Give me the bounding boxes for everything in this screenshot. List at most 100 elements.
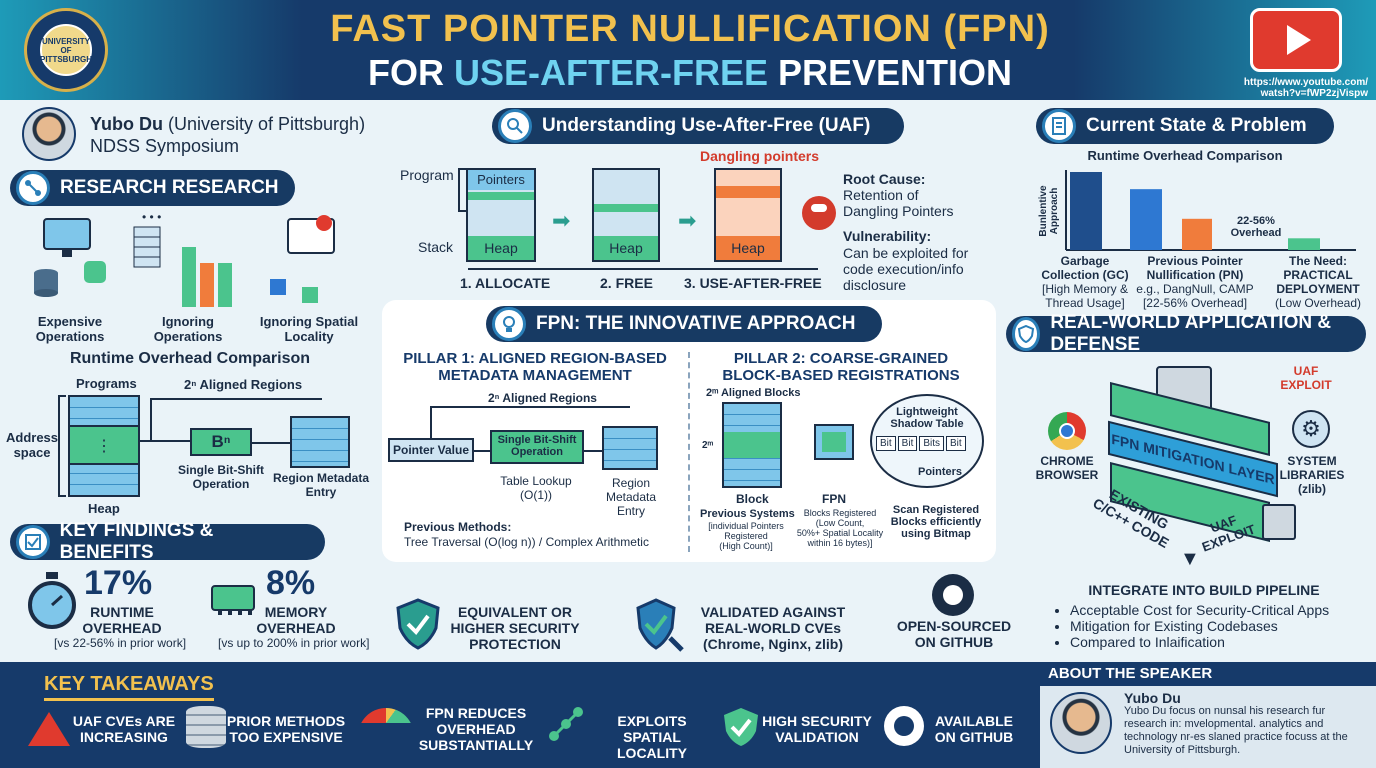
research-item-1: Expensive Operations [35, 314, 105, 344]
chart-bar [1070, 172, 1102, 250]
p2-block-mid [724, 432, 780, 458]
chrome-icon [1048, 412, 1086, 450]
magnifier-icon [498, 109, 532, 143]
lightbulb-icon [492, 307, 526, 341]
p1-shift: Single Bit-Shift Operation [490, 430, 584, 464]
p2-fpn: FPN [822, 492, 846, 506]
overhead-annotation: 22-56% Overhead [1230, 215, 1282, 239]
vuln-title: Vulnerability: [843, 228, 932, 244]
p1-pointer: Pointer Value [388, 438, 474, 462]
address-bracket [58, 395, 66, 497]
memory-pct: 8% [266, 564, 316, 602]
computer-icon [30, 215, 110, 300]
connector [474, 450, 490, 452]
region-table [290, 416, 350, 468]
memory-sub: [vs up to 200% in prior work] [218, 636, 370, 650]
memory-lbl: MEMORY OVERHEAD [256, 604, 336, 636]
shield-magnifier-icon [634, 598, 686, 652]
timeline-line [468, 268, 818, 270]
chart-bar [1130, 189, 1162, 250]
pillar1-title: PILLAR 1: ALIGNED REGION-BASED METADATA … [403, 350, 667, 384]
research-subheading: Runtime Overhead Comparison [69, 350, 311, 367]
uaf-heap: Heap [716, 236, 780, 260]
p1-prev-title: Previous Methods: [404, 520, 512, 534]
root-cause-title: Root Cause: [843, 171, 926, 187]
current-cat-pn: Previous Pointer Nullification (PN)e.g.,… [1136, 254, 1254, 310]
region-label: Region Metadata Entry [272, 471, 369, 499]
connector [584, 450, 602, 452]
p2-scan: Scan Registered Blocks efficiently using… [890, 504, 982, 540]
stopwatch-icon [26, 572, 78, 630]
github-icon[interactable] [932, 574, 974, 616]
p1-lookup: Table Lookup (O(1)) [500, 474, 572, 502]
alloc-bar [468, 192, 534, 200]
p2-pointers: Pointers [918, 466, 963, 478]
equiv-text: EQUIVALENT OR HIGHER SECURITY PROTECTION [450, 604, 580, 652]
research-heading: RESEARCH RESEARCH [10, 170, 295, 206]
title-line1: FAST POINTER NULLIFICATION (FPN) [330, 8, 1050, 50]
network-nodes-icon [546, 704, 586, 744]
integrate-text: INTEGRATE INTO BUILD PIPELINE [1088, 582, 1320, 598]
fpn-heading: FPN: THE INNOVATIVE APPROACH [486, 306, 882, 342]
takeaway-1: UAF CVEs ARE INCREASING [72, 713, 176, 745]
takeaway-3: FPN REDUCES OVERHEAD SUBSTANTIALLY [418, 705, 534, 753]
y-axis-label: Bunlentive Approach [1038, 185, 1060, 237]
heap-label: Heap [88, 501, 120, 516]
shield-check-small-icon [722, 706, 760, 748]
coin-stack-icon [186, 706, 226, 748]
uaf-bar [716, 186, 780, 198]
speaker-photo [22, 107, 76, 161]
header-banner [0, 0, 1376, 100]
memory-chip-icon [206, 580, 260, 616]
arrow-right-icon: ➡ [552, 208, 571, 233]
overhead-chart [1065, 170, 1356, 251]
current-heading: Current State & Problem [1036, 108, 1334, 144]
step-allocate: 1. ALLOCATE [460, 275, 551, 291]
about-heading: ABOUT THE SPEAKER [1040, 662, 1376, 686]
connector [150, 398, 322, 442]
takeaways-heading: KEY TAKEAWAYS [44, 673, 214, 701]
speaker-name-line: Yubo Du (University of Pittsburgh) [90, 114, 366, 134]
validated-text: VALIDATED AGAINST REAL-WORLD CVEs (Chrom… [700, 604, 846, 652]
connector [140, 440, 190, 442]
step-free: 2. FREE [600, 275, 653, 291]
chart-bar [1288, 238, 1320, 250]
takeaway-5: HIGH SECURITY VALIDATION [762, 713, 872, 745]
arrow-right-icon: ➡ [678, 208, 697, 233]
p2-prev-sys: Previous Systems [700, 508, 795, 520]
warning-icon [28, 712, 70, 746]
video-url[interactable]: https://www.youtube.com/ watsh?v=fWP2zjV… [1243, 77, 1368, 99]
current-cat-gc: Garbage Collection (GC)[High Memory & Th… [1041, 254, 1129, 310]
github-small-icon[interactable] [884, 706, 924, 746]
down-arrow-icon: ▼ [1180, 548, 1200, 570]
p2-fpn-icon [814, 424, 854, 460]
pillar2-title: PILLAR 2: COARSE-GRAINED BLOCK-BASED REG… [722, 350, 960, 384]
connector [430, 406, 630, 438]
chrome-label: CHROME BROWSER [1035, 454, 1099, 482]
current-cat-need: The Need: PRACTICAL DEPLOYMENT(Low Overh… [1274, 254, 1362, 310]
stack-bars-icon: • • • [130, 210, 240, 308]
hacker-icon [802, 196, 836, 230]
root-cause-text: Retention of Dangling Pointers [843, 187, 954, 219]
free-bar [594, 204, 658, 212]
findings-heading: KEY FINDINGS & BENEFITS [10, 520, 325, 563]
database-icon [1262, 504, 1296, 540]
uaf-heading: Understanding Use-After-Free (UAF) [492, 108, 904, 144]
runtime-pct: 17% [84, 564, 153, 602]
p2-2m: 2ᵐ [702, 440, 714, 451]
browser-error-icon [262, 215, 352, 305]
alloc-heap: Heap [468, 236, 534, 260]
title-line2: FOR USE-AFTER-FREE PREVENTION [367, 52, 1013, 93]
youtube-icon[interactable] [1250, 8, 1342, 72]
university-logo: UNIVERSITY OF PITTSBURGH [24, 8, 108, 92]
takeaway-6: AVAILABLE ON GITHUB [934, 713, 1014, 745]
pillar-divider [688, 352, 690, 552]
logo-text: UNIVERSITY OF PITTSBURGH [40, 24, 92, 76]
pointers-label: Pointers [468, 170, 534, 190]
speaker-venue: NDSS Symposium [90, 136, 240, 156]
network-icon [16, 171, 50, 205]
p2-shadow: Lightweight Shadow Table [890, 406, 964, 430]
syslib-label: SYSTEM LIBRARIES (zlib) [1279, 454, 1345, 496]
program-bracket [458, 168, 466, 212]
p2-aligned: 2ᵐ Aligned Blocks [706, 387, 801, 399]
